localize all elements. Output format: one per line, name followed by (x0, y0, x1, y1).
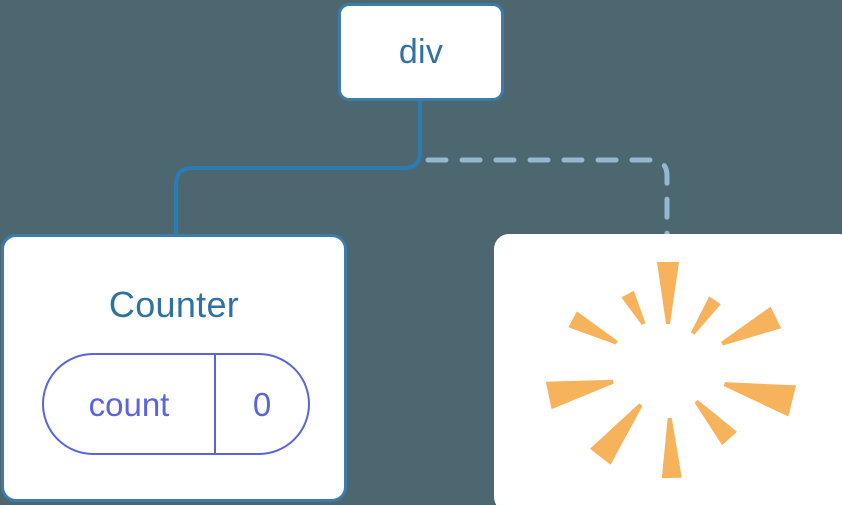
state-pill-value: 0 (252, 385, 272, 423)
node-sparkle[interactable] (494, 234, 842, 505)
edge-div-to-counter (174, 98, 422, 240)
edge-div-to-sparkle (425, 157, 670, 241)
state-pill-key-cell: count (44, 355, 216, 453)
state-pill-key: count (88, 385, 170, 423)
node-div[interactable]: div (338, 3, 504, 101)
node-div-label: div (398, 33, 444, 71)
state-pill-count[interactable]: count 0 (42, 353, 310, 455)
state-pill-value-cell: 0 (216, 355, 308, 453)
node-counter-label: Counter (108, 284, 240, 325)
